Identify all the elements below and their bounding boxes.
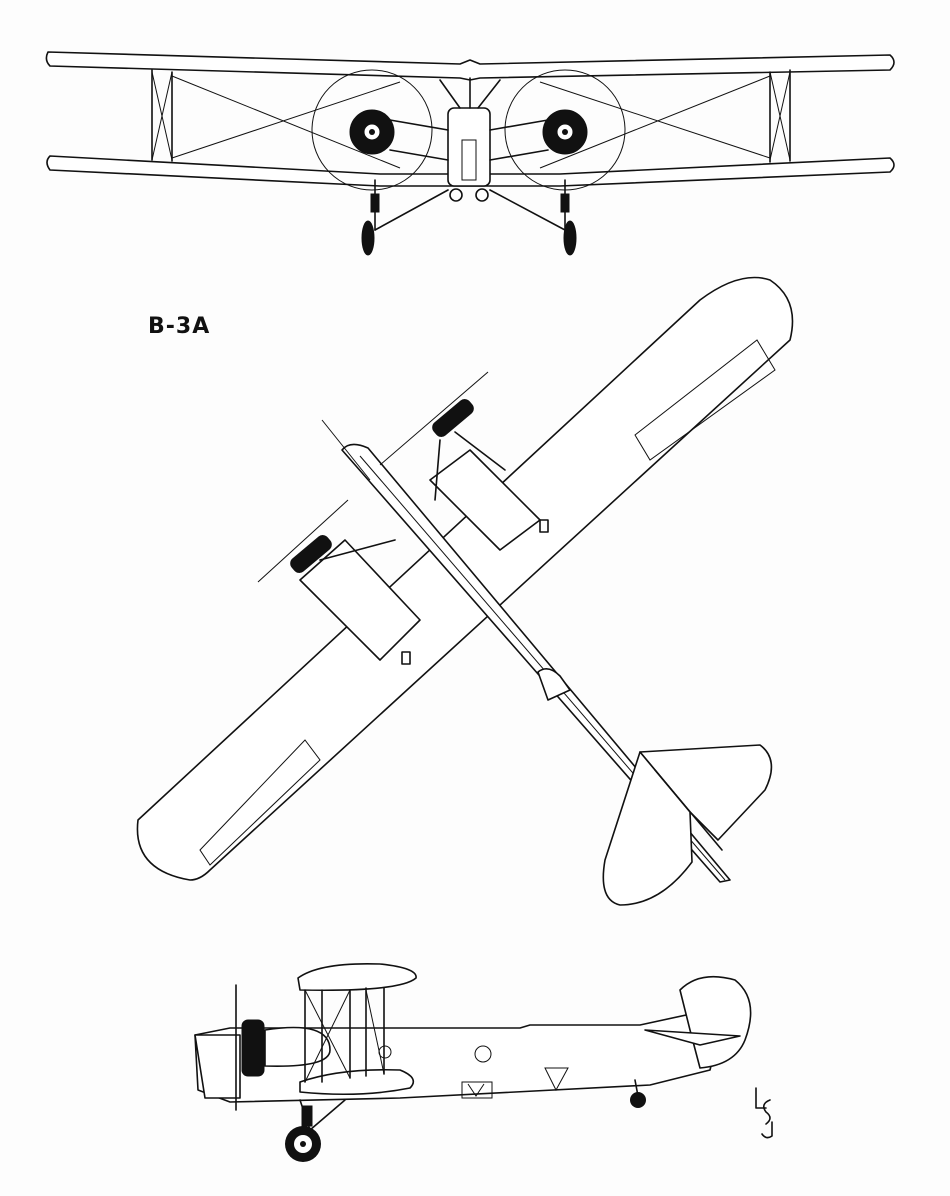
aircraft-designation: B-3A	[148, 314, 211, 339]
artist-signature	[755, 1087, 773, 1139]
plan-view	[136, 276, 794, 906]
right-wheel-icon	[563, 220, 577, 256]
side-engine-icon	[241, 1019, 265, 1077]
tail-wheel-icon	[630, 1092, 646, 1108]
main-wheel-icon	[285, 1126, 321, 1162]
plan-engine-lower-icon	[290, 535, 396, 573]
left-wheel-icon	[361, 220, 375, 256]
left-engine-icon	[349, 109, 395, 155]
right-engine-icon	[542, 109, 588, 155]
side-view	[194, 962, 752, 1162]
plan-engine-upper-icon	[432, 399, 506, 501]
front-view	[45, 51, 895, 256]
